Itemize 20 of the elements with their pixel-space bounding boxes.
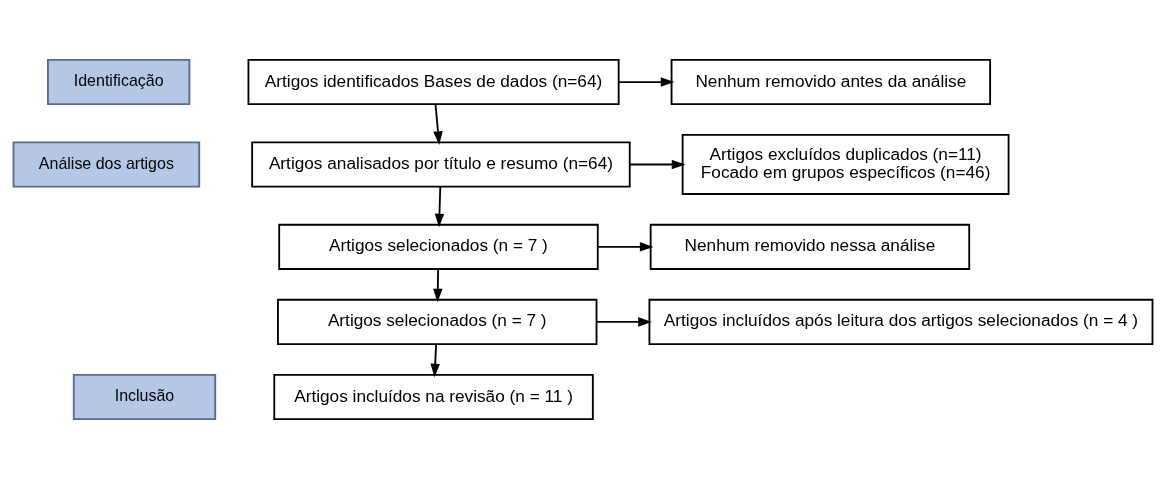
node-box: Nenhum removido nessa análise: [649, 223, 971, 270]
node-box: Identificação: [47, 59, 191, 106]
node-box: Nenhum removido antes da análise: [670, 59, 992, 106]
node-box: Artigos selecionados (n = 7 ): [278, 223, 599, 270]
arrow: [628, 159, 686, 170]
node-box: Artigos selecionados (n = 7 ): [277, 298, 598, 345]
arrow: [430, 343, 440, 378]
arrow: [434, 185, 445, 228]
node-box: Artigos analisados por título e resumo (n=64): [251, 141, 631, 188]
node-box: Artigos excluídos duplicados (n=11) Focado em grupos específicos (n=46): [681, 134, 1010, 195]
node-box: Inclusão: [72, 373, 217, 420]
node-box: Análise dos artigos: [12, 141, 201, 188]
arrow: [595, 317, 652, 327]
node-box: Artigos identificados Bases de dados (n=64): [247, 59, 620, 106]
node-box: Artigos incluídos após leitura dos artigos selecionados (n = 4 ): [648, 298, 1154, 345]
arrow: [433, 268, 443, 303]
arrow: [618, 77, 675, 87]
arrow: [433, 103, 443, 145]
arrow: [597, 242, 654, 252]
node-box: Artigos incluídos na revisão (n = 11 ): [273, 373, 594, 420]
